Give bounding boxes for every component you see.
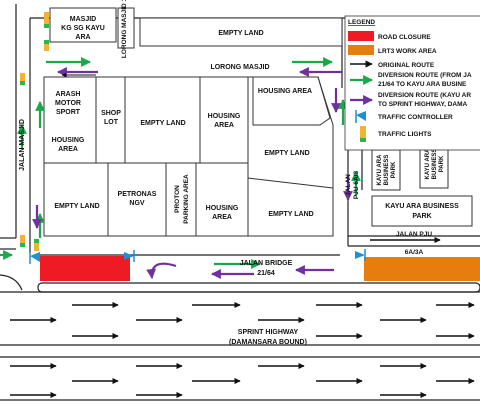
legend-traffic-light-icon bbox=[360, 126, 366, 142]
legend-label-closure: ROAD CLOSURE bbox=[378, 34, 431, 41]
lrt3-work-area bbox=[364, 257, 480, 281]
label-jalan-masjid: JALAN MASJID bbox=[19, 119, 26, 171]
legend-label-original: ORIGINAL ROUTE bbox=[378, 62, 435, 69]
legend-controller-icon bbox=[355, 110, 366, 123]
traffic-light bbox=[44, 12, 49, 28]
traffic-light bbox=[20, 73, 25, 85]
legend-closure-swatch bbox=[348, 31, 374, 41]
legend: LEGEND ROAD CLOSURE LRT3 WORK AREA ORIGI… bbox=[344, 15, 480, 151]
block-kayu-ara-bp-3 bbox=[371, 195, 473, 227]
label-lorong-masjid-1: LORONG MASJID 1 bbox=[121, 0, 128, 58]
block-divider bbox=[247, 177, 334, 189]
label-empty-land-top: EMPTY LAND bbox=[218, 30, 263, 37]
legend-label-controller: TRAFFIC CONTROLLER bbox=[378, 114, 453, 121]
traffic-controller bbox=[355, 249, 366, 261]
traffic-light bbox=[20, 235, 25, 247]
traffic-controller bbox=[124, 250, 135, 262]
label-kayu-ara-bp-2: KAYU ARABUSINESSPARK bbox=[425, 148, 445, 180]
bridge-edge bbox=[37, 282, 480, 293]
road-closure-area bbox=[40, 256, 130, 281]
label-kayu-ara-bp-1: KAYU ARABUSINESSPARK bbox=[377, 154, 397, 186]
block-masjid bbox=[49, 7, 117, 43]
label-empty-land-low: EMPTY LAND bbox=[268, 211, 313, 218]
legend-label-work: LRT3 WORK AREA bbox=[378, 48, 437, 55]
legend-title: LEGEND bbox=[348, 19, 375, 26]
label-empty-land-right: EMPTY LAND bbox=[264, 150, 309, 157]
legend-label-lights: TRAFFIC LIGHTS bbox=[378, 131, 432, 138]
purple-u-turn-arrow bbox=[146, 262, 177, 279]
label-housing-top-right: HOUSING AREA bbox=[258, 88, 312, 95]
traffic-controller bbox=[29, 252, 40, 264]
traffic-light bbox=[34, 239, 39, 251]
label-empty-land-center: EMPTY LAND bbox=[140, 120, 185, 127]
block-empty-land-top bbox=[139, 17, 343, 47]
road-edge bbox=[0, 274, 23, 291]
label-sprint-highway: SPRINT HIGHWAY(DAMANSARA BOUND) bbox=[229, 329, 307, 346]
traffic-light bbox=[44, 40, 49, 51]
label-jalan-pju-6a3: JALANPJU 6A/3 bbox=[345, 171, 360, 200]
block-housing-top-right bbox=[252, 76, 331, 126]
central-district-outline bbox=[43, 76, 334, 237]
block-kayu-ara-bp-1 bbox=[371, 149, 401, 191]
label-empty-land-left: EMPTY LAND bbox=[54, 203, 99, 210]
label-lorong-masjid: LORONG MASJID bbox=[210, 64, 269, 71]
legend-work-swatch bbox=[348, 45, 374, 55]
block-lorong-masjid-1 bbox=[117, 7, 135, 49]
